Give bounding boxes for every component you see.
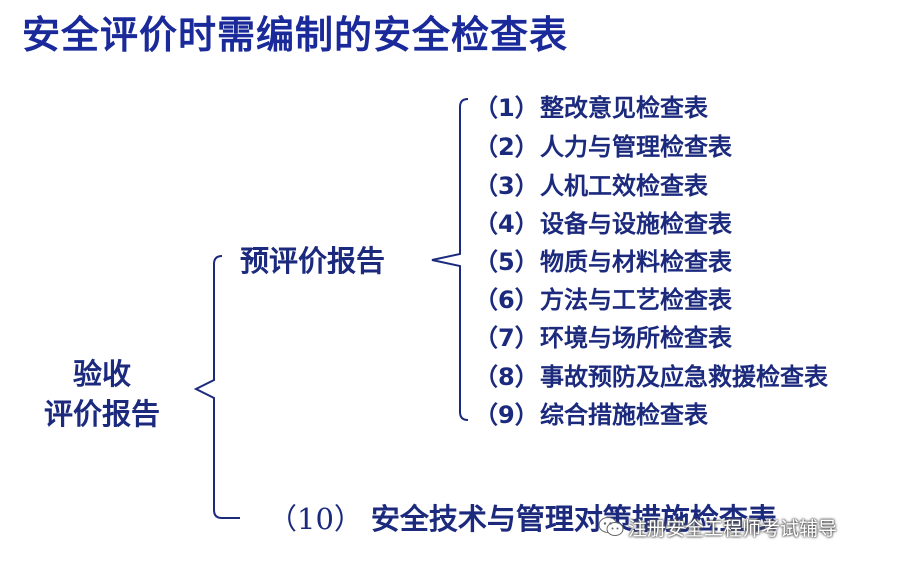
checklist-item-8: （8） 事故预防及应急救援检查表 [474, 357, 828, 391]
item-label: 环境与场所检查表 [540, 323, 732, 352]
page-title: 安全评价时需编制的安全检查表 [22, 13, 569, 57]
watermark-text: 注册安全工程师考试辅导 [628, 517, 838, 540]
item-number: （1） [474, 93, 539, 122]
root-node-line1: 验收 [72, 357, 131, 391]
checklist-item-2: （2） 人力与管理检查表 [474, 127, 732, 161]
checklist-item-10: （10）安全技术与管理对策措施检查表 [268, 496, 777, 538]
item-label: 物质与材料检查表 [540, 247, 732, 276]
item-label: 安全技术与管理对策措施检查表 [370, 502, 777, 536]
item-number: （2） [474, 132, 539, 161]
item-number: （9） [474, 400, 539, 429]
checklist-item-3: （3） 人机工效检查表 [474, 166, 708, 200]
checklist-item-6: （6） 方法与工艺检查表 [474, 280, 732, 314]
item-label: 综合措施检查表 [540, 400, 708, 429]
item-number: （4） [474, 209, 539, 238]
branch-node-label: 预评价报告 [240, 244, 386, 278]
checklist-item-7: （7） 环境与场所检查表 [474, 318, 732, 352]
root-node-label: 验收 评价报告 [32, 354, 172, 434]
item-number: （5） [474, 247, 539, 276]
checklist-item-4: （4） 设备与设施检查表 [474, 204, 732, 238]
item-number: （10） [268, 502, 363, 536]
wechat-icon [598, 517, 624, 536]
item-number: （8） [474, 362, 539, 391]
item-label: 事故预防及应急救援检查表 [540, 362, 828, 391]
item-label: 整改意见检查表 [540, 93, 708, 122]
outer-bracket [193, 255, 240, 519]
root-node-line2: 评价报告 [43, 397, 160, 431]
item-label: 人力与管理检查表 [540, 132, 732, 161]
watermark: 注册安全工程师考试辅导 [598, 514, 837, 540]
checklist-item-9: （9） 综合措施检查表 [474, 395, 708, 429]
item-number: （7） [474, 323, 539, 352]
item-number: （3） [474, 171, 539, 200]
item-label: 人机工效检查表 [540, 171, 708, 200]
item-label: 设备与设施检查表 [540, 209, 732, 238]
item-label: 方法与工艺检查表 [540, 285, 732, 314]
checklist-item-1: （1） 整改意见检查表 [474, 88, 708, 122]
item-number: （6） [474, 285, 539, 314]
inner-bracket [431, 98, 469, 421]
checklist-item-5: （5） 物质与材料检查表 [474, 242, 732, 276]
